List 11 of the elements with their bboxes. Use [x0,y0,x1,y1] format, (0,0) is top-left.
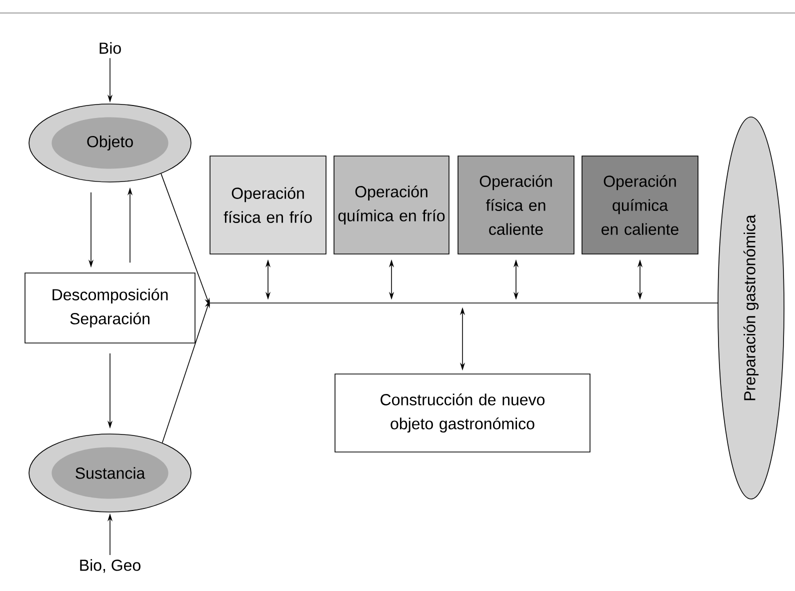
horizontal-line [209,302,719,304]
process-box: Descomposición Separación [24,272,196,344]
process-box: Operación física en caliente [458,156,574,254]
source-label: Bio, Geo [80,559,140,573]
ellipse-node: Sustancia [28,434,192,512]
process-box: Operación física en frío [210,156,326,254]
process-box: Operación química en frío [334,156,450,254]
ellipse-node: Objeto [28,104,192,182]
process-box: Construcción de nuevo objeto gastronómico [334,374,590,452]
source-label: Bio [100,42,121,54]
process-box: Operación química en caliente [582,156,698,254]
